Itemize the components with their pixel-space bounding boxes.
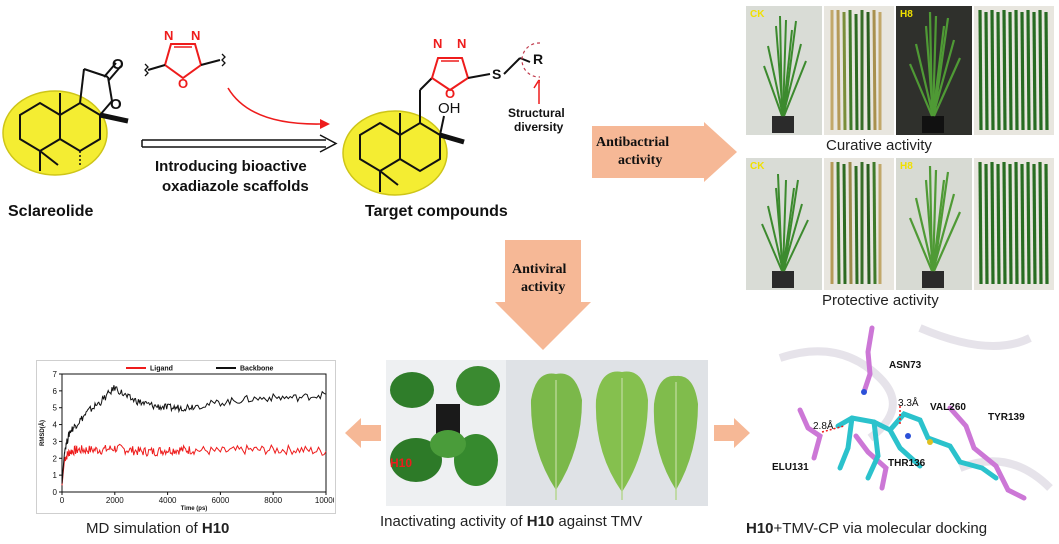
reaction-text-line1: Introducing bioactive [155, 158, 307, 175]
target-compounds-label: Target compounds [365, 203, 508, 220]
docking-caption: H10+TMV-CP via molecular docking [746, 520, 987, 537]
curative-ck-photo: CK [746, 6, 822, 135]
sclareolide-structure [2, 62, 129, 176]
tobacco-h10-tag: H10 [390, 456, 413, 470]
atom-o-reagent: O [178, 76, 189, 91]
antibacterial-arrow-line2: activity [618, 153, 663, 168]
md-xlabel: Time (ps) [181, 506, 208, 512]
md-ytick-label-0: 0 [53, 488, 58, 497]
curative-activity-label: Curative activity [826, 137, 932, 154]
antibacterial-arrow-line1: Antibactrial [596, 135, 670, 150]
protective-h8-tag: H8 [900, 161, 913, 172]
curative-ck-leaves-photo [824, 6, 894, 135]
inactivating-caption-bold: H10 [526, 513, 555, 530]
md-ylabel: RMSD(Å) [39, 420, 46, 446]
protective-ck-tag: CK [750, 161, 765, 172]
atom-n2-reagent: N [191, 28, 201, 43]
md-ytick-label-6: 6 [53, 387, 58, 396]
residue-asn73: ASN73 [889, 360, 922, 371]
oxadiazole-reagent [144, 43, 226, 80]
md-chart-frame [36, 360, 336, 514]
sclareolide-label: Sclareolide [8, 203, 94, 220]
md-legend-label-ligand: Ligand [150, 366, 173, 373]
antiviral-arrow-line1: Antiviral [512, 262, 567, 277]
atom-o-lactone: O [112, 56, 124, 73]
residue-tyr139: TYR139 [988, 412, 1025, 423]
curative-h8-tag: H8 [900, 9, 913, 20]
atom-o-ring: O [110, 96, 122, 113]
inactivating-caption: Inactivating activity of H10 against TMV [380, 513, 642, 530]
structural-diversity-line1: Structural [508, 106, 565, 120]
md-caption-bold: H10 [201, 520, 230, 537]
md-caption: MD simulation of H10 [86, 520, 229, 537]
md-plot-area [61, 373, 327, 493]
md-caption-prefix: MD simulation of [86, 520, 202, 537]
docking-caption-bold: H10 [746, 520, 774, 537]
antibacterial-arrow-shape [592, 122, 737, 182]
md-xtick-label-2: 4000 [159, 496, 177, 505]
residue-elu131: ELU131 [772, 462, 809, 473]
md-series-backbone [61, 385, 327, 484]
md-xtick-label-3: 6000 [212, 496, 230, 505]
reaction-arrow [141, 134, 338, 153]
residue-thr136: THR136 [888, 458, 926, 469]
atom-o-target: O [445, 86, 456, 101]
residue-val260: VAL260 [930, 402, 966, 413]
atom-n1-reagent: N [164, 28, 174, 43]
md-series-ligand [61, 443, 327, 486]
curative-ck-tag: CK [750, 9, 765, 20]
md-xtick-label-4: 8000 [264, 496, 282, 505]
distance-2-8: 2.8Å [813, 421, 834, 432]
md-xtick-label-0: 0 [60, 496, 65, 505]
protective-h8-leaves-photo [974, 158, 1054, 290]
docking-caption-rest: +TMV-CP via molecular docking [773, 520, 988, 537]
atom-n1-target: N [433, 36, 443, 51]
md-xtick-label-1: 2000 [106, 496, 124, 505]
inactivating-caption-prefix: Inactivating activity of [380, 513, 527, 530]
antiviral-arrow-shape [495, 240, 591, 350]
protective-ck-leaves-photo [824, 158, 894, 290]
left-arrow [345, 418, 381, 448]
md-legend-label-backbone: Backbone [240, 366, 274, 373]
curative-h8-photo: H8 [896, 6, 972, 135]
atom-n2-target: N [457, 36, 467, 51]
structural-diversity-line2: diversity [514, 120, 564, 134]
curative-h8-leaves-photo [974, 6, 1054, 135]
target-compound-structure [342, 42, 540, 196]
atom-oh-target: OH [438, 100, 461, 117]
md-ytick-label-4: 4 [53, 421, 58, 430]
md-ytick-label-3: 3 [53, 437, 58, 446]
red-curved-arrow [227, 87, 330, 129]
protective-activity-label: Protective activity [822, 292, 939, 309]
reaction-text-line2: oxadiazole scaffolds [162, 178, 309, 195]
protective-ck-photo: CK [746, 158, 822, 290]
md-ytick-label-7: 7 [53, 370, 58, 379]
antiviral-arrow-line2: activity [521, 280, 566, 295]
right-arrow [714, 418, 750, 448]
md-ytick-label-2: 2 [53, 454, 58, 463]
protective-h8-photo: H8 [896, 158, 972, 290]
atom-r-target: R [533, 51, 544, 67]
atom-s-target: S [492, 66, 502, 82]
inactivating-caption-suffix: against TMV [554, 513, 643, 530]
md-ytick-label-1: 1 [53, 471, 58, 480]
distance-3-3: 3.3Å [898, 398, 919, 409]
docking-image: ASN73 VAL260 TYR139 THR136 ELU131 2.8Å 3… [760, 318, 1056, 510]
tobacco-photo: H10 [386, 360, 708, 506]
md-ytick-label-5: 5 [53, 404, 58, 413]
